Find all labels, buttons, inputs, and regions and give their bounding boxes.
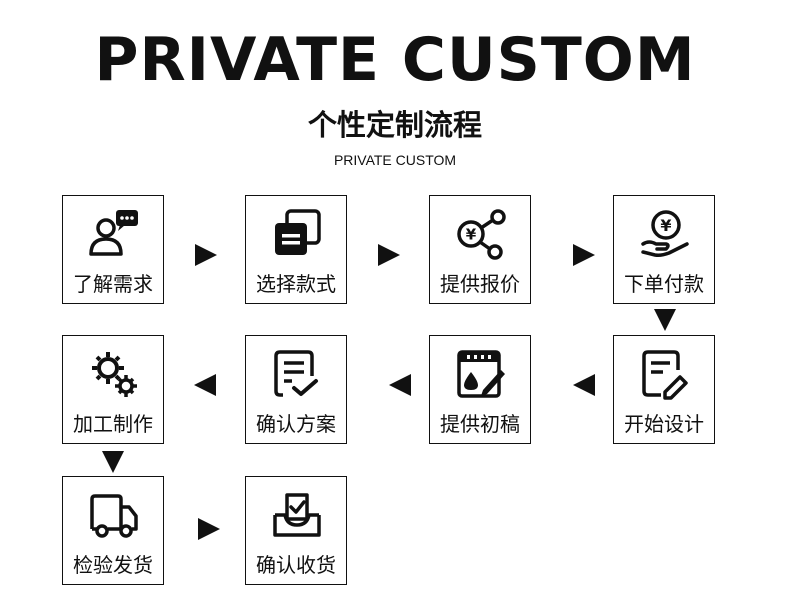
consult-user-icon (89, 210, 138, 256)
arrow-down-icon (654, 309, 676, 331)
step-label: 提供初稿 (440, 412, 520, 436)
step-label: 检验发货 (73, 553, 153, 577)
quote-yuan-icon: ¥ (457, 209, 506, 260)
delivery-truck-icon (90, 494, 138, 538)
svg-text:¥: ¥ (660, 216, 671, 235)
step-order-payment: ¥ 下单付款 (613, 195, 715, 304)
step-choose-style: 选择款式 (245, 195, 347, 304)
step-label: 确认收货 (256, 553, 336, 577)
arrow-left-icon (194, 374, 216, 396)
step-manufacturing: 加工制作 (62, 335, 164, 444)
step-inspect-ship: 检验发货 (62, 476, 164, 585)
arrow-left-icon (573, 374, 595, 396)
step-label: 选择款式 (256, 272, 336, 296)
step-confirm-receipt: 确认收货 (245, 476, 347, 585)
receive-tray-icon (273, 493, 321, 537)
arrow-left-icon (389, 374, 411, 396)
confirm-plan-icon (274, 350, 318, 397)
step-start-design: 开始设计 (613, 335, 715, 444)
step-label: 下单付款 (624, 272, 704, 296)
page-title: PRIVATE CUSTOM (94, 25, 696, 95)
style-cards-icon (275, 209, 321, 255)
arrow-right-icon (198, 518, 220, 540)
step-first-draft: 提供初稿 (429, 335, 531, 444)
gears-icon (92, 352, 137, 397)
page-subtitle-english: PRIVATE CUSTOM (333, 152, 457, 168)
payment-hand-icon: ¥ (641, 210, 689, 257)
arrow-right-icon (573, 244, 595, 266)
step-understand-needs: 了解需求 (62, 195, 164, 304)
step-label: 提供报价 (440, 272, 520, 296)
step-label: 了解需求 (73, 272, 153, 296)
step-label: 开始设计 (624, 412, 704, 436)
step-label: 加工制作 (73, 412, 153, 436)
arrow-down-icon (102, 451, 124, 473)
design-document-icon (642, 350, 688, 400)
step-provide-quote: ¥ 提供报价 (429, 195, 531, 304)
arrow-right-icon (195, 244, 217, 266)
step-label: 确认方案 (256, 412, 336, 436)
step-confirm-plan: 确认方案 (245, 335, 347, 444)
page-subtitle: 个性定制流程 (307, 108, 482, 142)
svg-text:¥: ¥ (466, 226, 477, 244)
draft-palette-icon (457, 350, 505, 398)
arrow-right-icon (378, 244, 400, 266)
